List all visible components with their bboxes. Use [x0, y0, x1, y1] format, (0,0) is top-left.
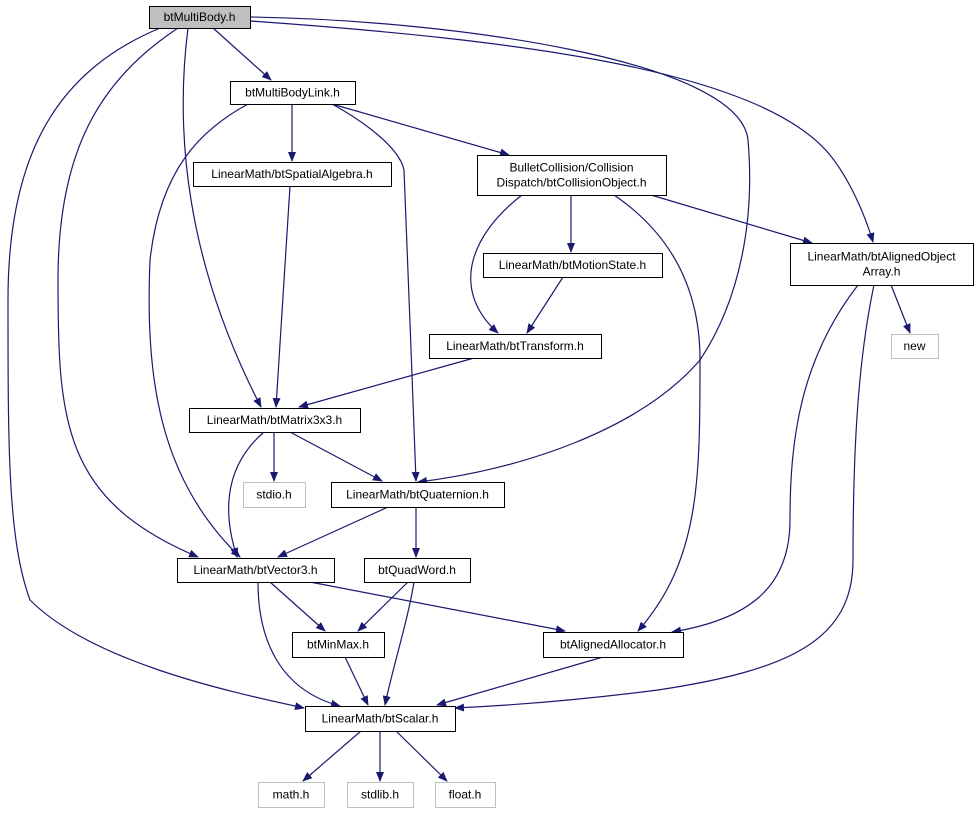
node-box [292, 632, 385, 658]
node-box [435, 782, 496, 808]
edge-btCollisionObject-to-btAlignedObjectArray [650, 194, 813, 245]
node-btSpatialAlgebra[interactable]: LinearMath/btSpatialAlgebra.h [193, 162, 392, 187]
edge-btMotionState-to-btTransform [526, 276, 564, 334]
node-label: LinearMath/btVector3.h [193, 563, 317, 577]
edge-btMultiBody-to-btQuaternion [249, 16, 751, 485]
node-box [891, 334, 939, 359]
edge-btAlignedObjectArray-to-new [890, 284, 911, 334]
node-box [258, 782, 325, 808]
node-box [364, 558, 471, 583]
edge-btMultiBody-to-btAlignedObjectArray [249, 20, 875, 243]
node-label: stdlib.h [361, 788, 399, 802]
edge-btTransform-to-btMatrix3x3 [298, 357, 475, 409]
edge-btAlignedAllocator-to-btScalar [436, 656, 604, 707]
node-float[interactable]: float.h [435, 782, 496, 808]
nodes-layer: btMultiBody.h btMultiBodyLink.hLinearMath… [149, 6, 974, 808]
node-box [483, 253, 663, 278]
node-btMultiBodyLink[interactable]: btMultiBodyLink.h [230, 81, 356, 105]
edge-btAlignedObjectArray-to-btScalar [454, 284, 875, 712]
node-btCollisionObject[interactable]: BulletCollision/CollisionDispatch/btColl… [477, 155, 667, 196]
node-label: LinearMath/btScalar.h [322, 712, 439, 726]
edge-btSpatialAlgebra-to-btMatrix3x3 [272, 185, 291, 408]
node-btMatrix3x3[interactable]: LinearMath/btMatrix3x3.h [189, 408, 361, 433]
edges-layer [7, 16, 911, 782]
edge-btCollisionObject-to-btAlignedAllocator [613, 194, 701, 632]
edge-btVector3-to-btAlignedAllocator [309, 581, 566, 634]
edge-btMatrix3x3-to-btQuaternion [289, 431, 383, 482]
edge-btMultiBody-to-btScalar [7, 27, 305, 711]
node-label: LinearMath/btSpatialAlgebra.h [211, 167, 372, 181]
node-label: btQuadWord.h [378, 563, 456, 577]
edge-btQuadWord-to-btScalar [382, 581, 415, 706]
node-label: btMultiBody.h [164, 10, 236, 24]
node-box [477, 155, 667, 196]
node-btQuadWord[interactable]: btQuadWord.h [364, 558, 471, 583]
node-box [305, 706, 456, 732]
edge-btScalar-to-math [302, 730, 362, 782]
node-box [543, 632, 684, 658]
node-new[interactable]: new [891, 334, 939, 359]
edge-btCollisionObject-to-btTransform [470, 194, 523, 334]
node-box [347, 782, 414, 808]
edge-btMultiBodyLink-to-btVector3 [148, 103, 249, 558]
node-label: btMultiBodyLink.h [245, 86, 340, 100]
edge-btVector3-to-btMinMax [269, 581, 326, 632]
node-label: LinearMath/btAlignedObject [807, 250, 956, 264]
node-box [230, 81, 356, 105]
edge-btVector3-to-btScalar [257, 581, 341, 708]
node-box [193, 162, 392, 187]
edge-btMatrix3x3-to-btVector3 [228, 431, 265, 558]
node-box [331, 482, 505, 508]
edge-btScalar-to-float [395, 730, 448, 782]
node-label: LinearMath/btTransform.h [446, 339, 584, 353]
node-btVector3[interactable]: LinearMath/btVector3.h [177, 558, 335, 583]
node-label: LinearMath/btMotionState.h [499, 258, 646, 272]
node-btScalar[interactable]: LinearMath/btScalar.h [305, 706, 456, 732]
node-btQuaternion[interactable]: LinearMath/btQuaternion.h [331, 482, 505, 508]
node-label: Array.h [863, 265, 901, 279]
node-btTransform[interactable]: LinearMath/btTransform.h [429, 334, 602, 359]
edge-btMultiBody-to-btMultiBodyLink [212, 27, 272, 81]
node-label: btAlignedAllocator.h [560, 638, 666, 652]
node-label: math.h [273, 788, 310, 802]
node-box [149, 6, 251, 29]
node-stdlib[interactable]: stdlib.h [347, 782, 414, 808]
node-label: stdio.h [256, 488, 291, 502]
node-label: Dispatch/btCollisionObject.h [496, 176, 646, 190]
node-box [189, 408, 361, 433]
node-math[interactable]: math.h [258, 782, 325, 808]
node-label: LinearMath/btQuaternion.h [346, 488, 489, 502]
node-btMotionState[interactable]: LinearMath/btMotionState.h [483, 253, 663, 278]
node-label: float.h [449, 788, 482, 802]
edge-btMultiBody-to-btVector3 [57, 27, 199, 558]
node-btAlignedAllocator[interactable]: btAlignedAllocator.h [543, 632, 684, 658]
edge-btMultiBody-to-btMatrix3x3 [182, 27, 262, 408]
edge-btAlignedObjectArray-to-btAlignedAllocator [671, 284, 859, 635]
edge-btMultiBodyLink-to-btCollisionObject [331, 103, 510, 157]
node-box [177, 558, 335, 583]
node-stdio[interactable]: stdio.h [243, 482, 306, 508]
node-label: btMinMax.h [307, 638, 369, 652]
node-btMultiBody[interactable]: btMultiBody.h [149, 6, 251, 29]
node-box [429, 334, 602, 359]
edge-btQuaternion-to-btVector3 [277, 506, 389, 558]
node-label: LinearMath/btMatrix3x3.h [207, 413, 342, 427]
node-box [790, 243, 974, 286]
node-label: new [903, 339, 925, 353]
node-box [243, 482, 306, 508]
node-label: BulletCollision/Collision [509, 161, 633, 175]
edge-btMultiBodyLink-to-btQuaternion [331, 103, 420, 482]
edge-btQuadWord-to-btMinMax [357, 581, 409, 632]
edge-btMinMax-to-btScalar [344, 656, 369, 706]
node-btMinMax[interactable]: btMinMax.h [292, 632, 385, 658]
